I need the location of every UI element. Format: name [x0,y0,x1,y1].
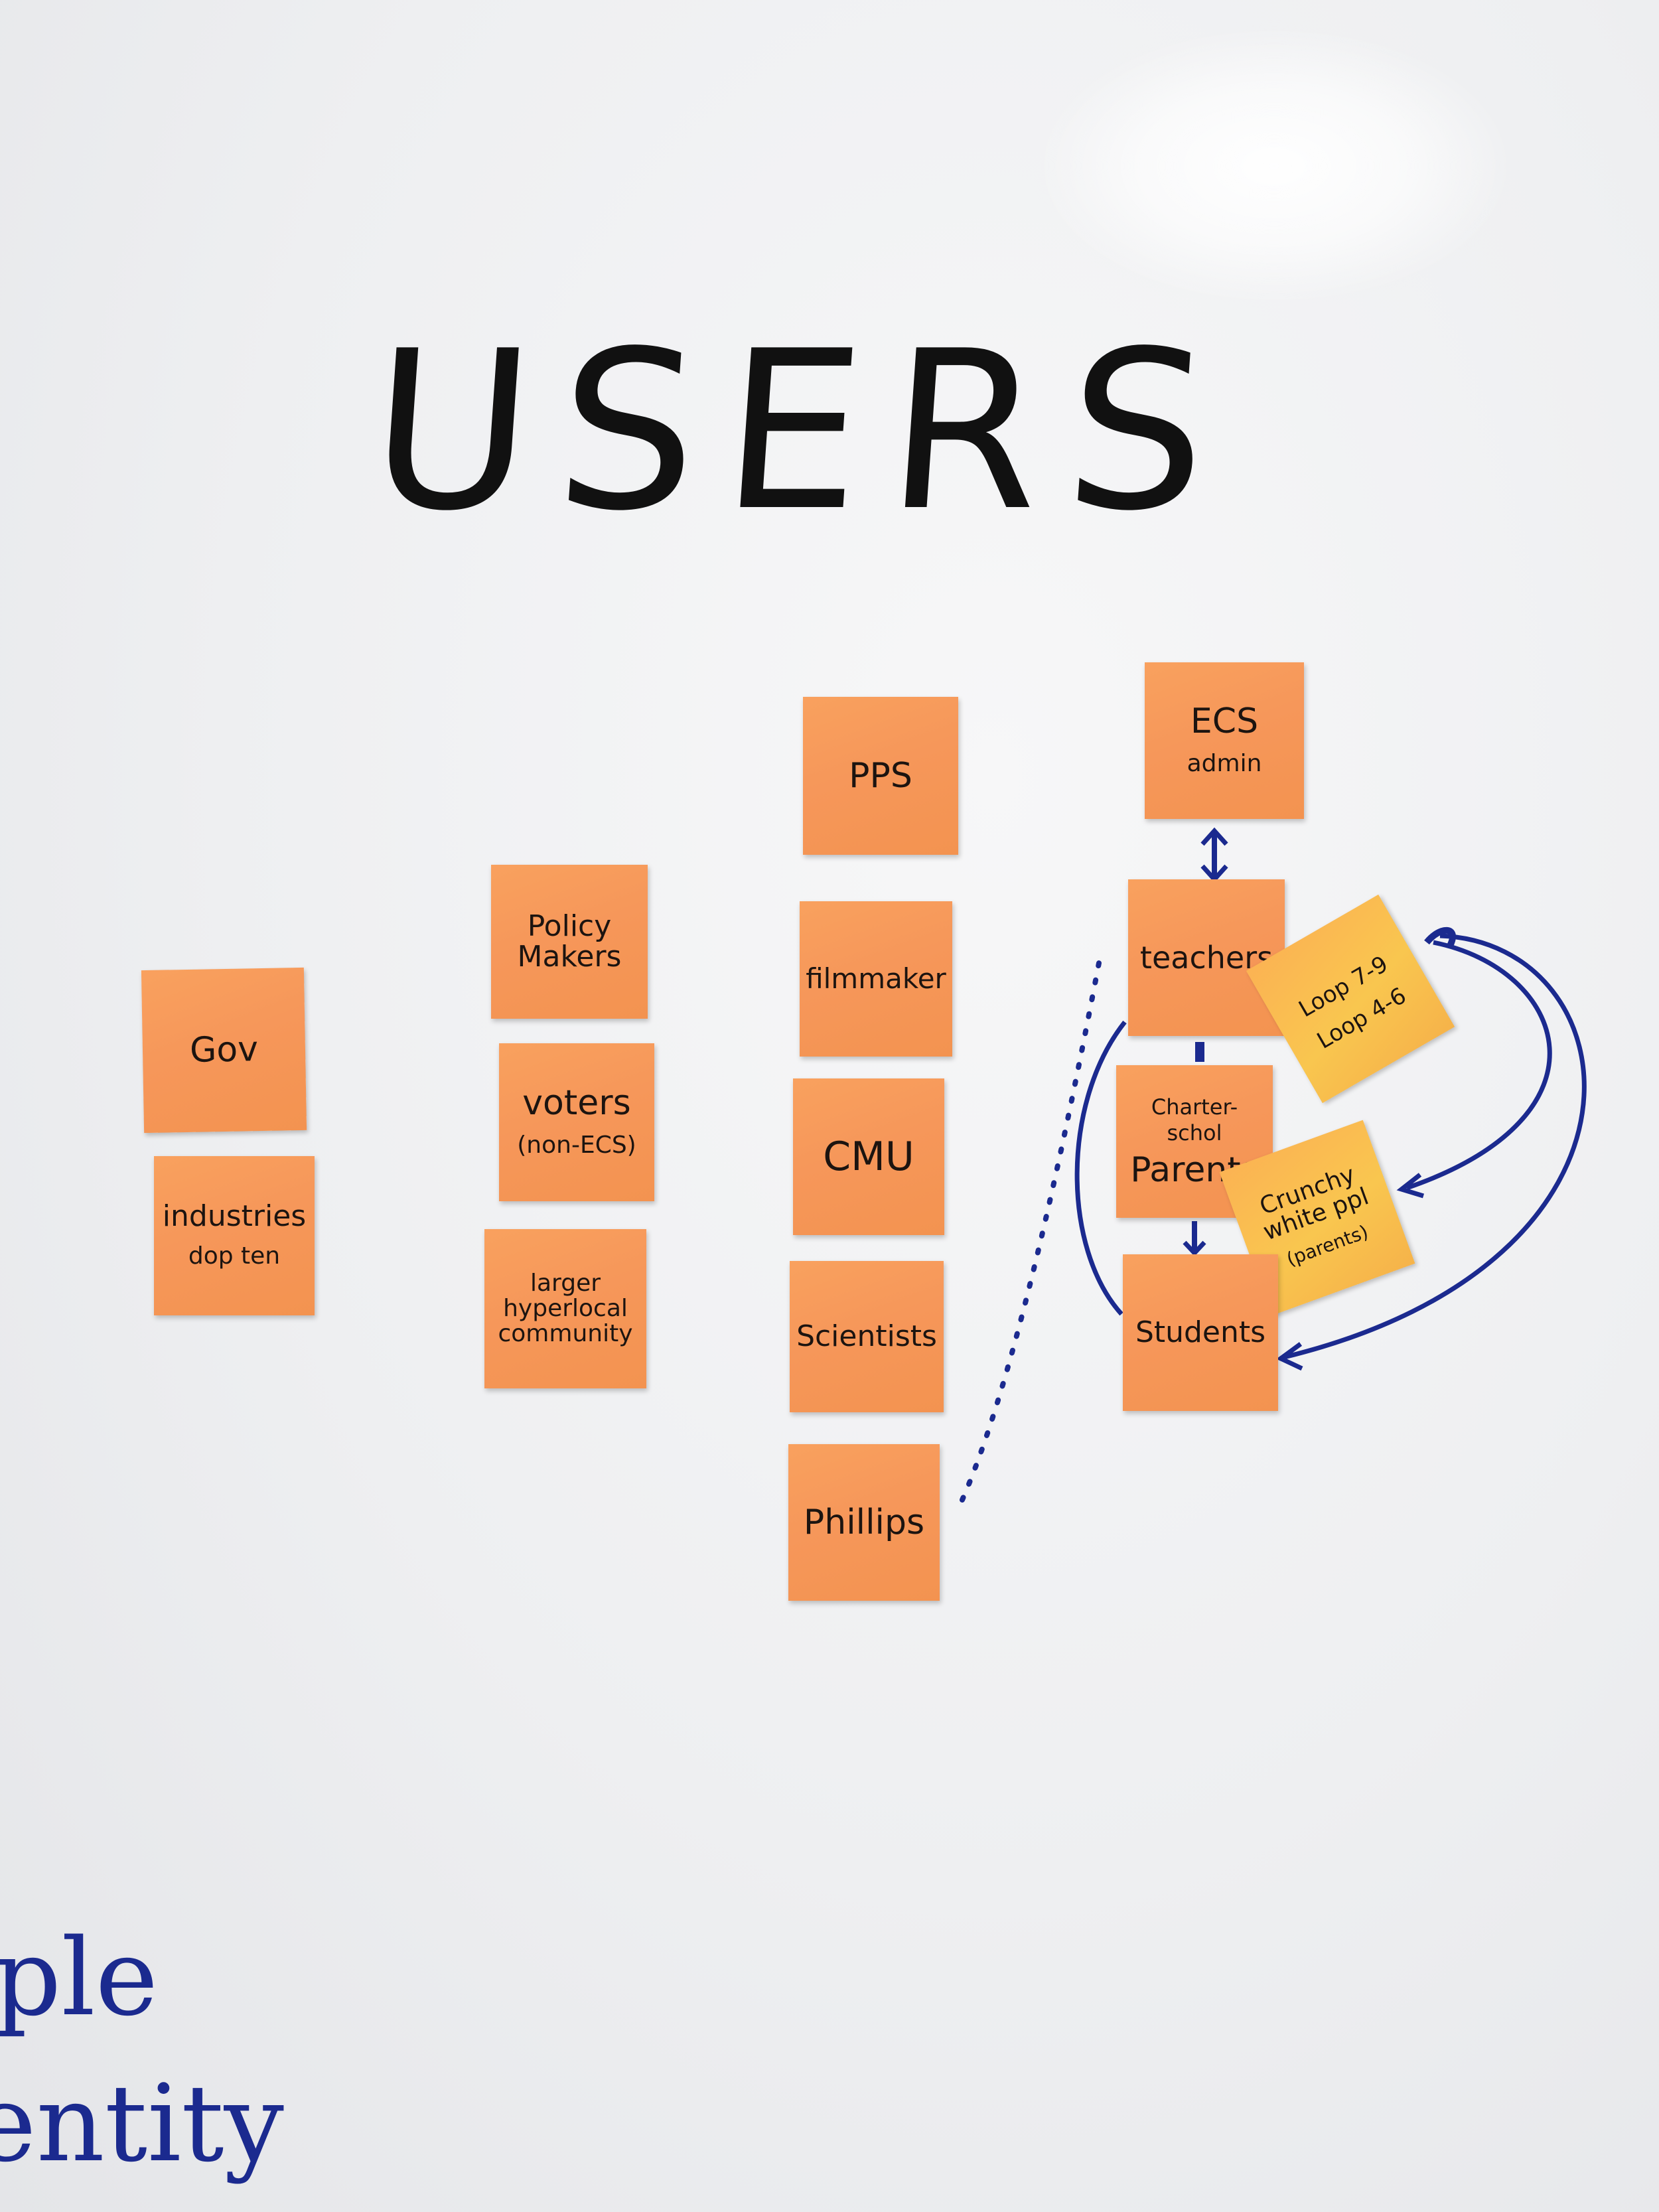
note-policy-makers[interactable]: Policy Makers [491,865,648,1019]
note-industries-sub: dop ten [188,1242,281,1270]
note-ecs-text: ECS [1190,701,1259,742]
note-filmmaker[interactable]: filmmaker [800,901,952,1057]
note-voters-text: voters [522,1083,631,1124]
note-pps[interactable]: PPS [803,697,958,855]
note-larger-text: larger hyperlocal community [498,1270,633,1347]
note-teachers[interactable]: teachers [1128,879,1285,1036]
note-industries-text: industries [162,1199,307,1234]
note-charter-text: Charter-schol [1151,1094,1238,1145]
note-scientists[interactable]: Scientists [790,1261,944,1412]
note-filmmaker-text: filmmaker [806,962,946,995]
note-larger-community[interactable]: larger hyperlocal community [484,1229,646,1388]
bottom-text-line-1: ple [0,1915,159,2039]
note-phillips-text: Phillips [803,1502,925,1542]
note-gov[interactable]: Gov [141,967,307,1134]
phillips-teachers-dotted [960,946,1104,1503]
note-industries[interactable]: industries dop ten [154,1156,315,1315]
board-title: USERS [362,304,1242,559]
light-glare [1035,27,1513,305]
note-students[interactable]: Students [1123,1254,1278,1411]
loop-crunchy-arrow [1406,940,1552,1191]
note-voters[interactable]: voters (non-ECS) [499,1043,654,1201]
note-scientists-text: Scientists [796,1319,937,1353]
note-cmu[interactable]: CMU [793,1078,944,1235]
note-gov-text: Gov [189,1029,259,1071]
note-students-text: Students [1135,1315,1266,1349]
note-voters-sub: (non-ECS) [517,1131,636,1159]
note-phillips[interactable]: Phillips [788,1444,940,1601]
note-policy-text: Policy Makers [517,909,622,974]
bottom-text-line-2: entity [0,2061,284,2185]
note-charter-parents[interactable]: Charter-schol Parents [1116,1065,1273,1218]
note-cmu-text: CMU [823,1133,914,1180]
note-pps-text: PPS [849,755,912,796]
note-ecs-admin[interactable]: ECS admin [1145,662,1304,819]
note-ecs-sub: admin [1187,749,1262,777]
